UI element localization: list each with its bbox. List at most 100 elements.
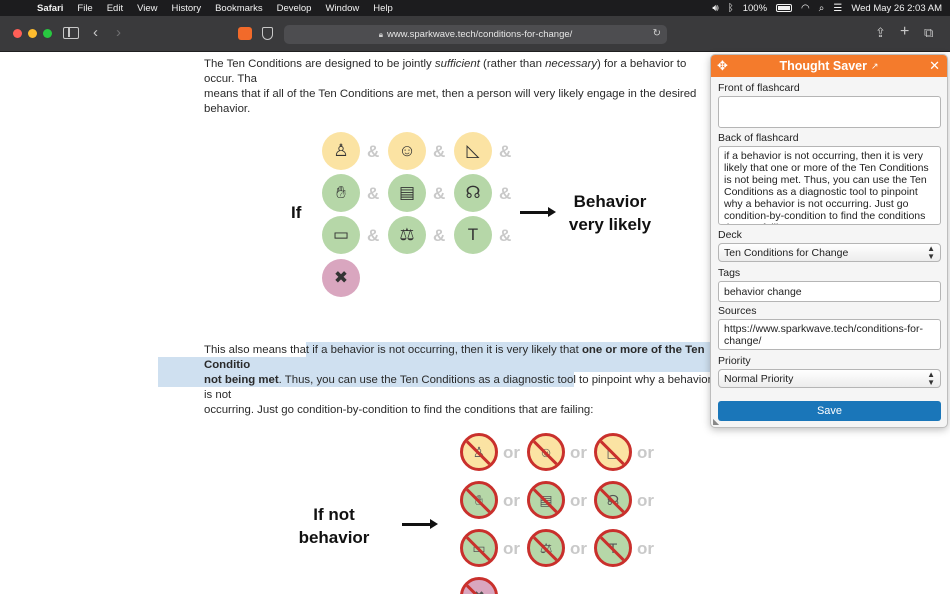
battery-percent: 100% — [742, 2, 768, 14]
forward-icon[interactable]: › — [116, 24, 121, 41]
close-icon[interactable]: ✕ — [929, 58, 940, 73]
condition-icon-person: ♙ — [322, 132, 360, 170]
no-cash-icon: ▭ — [460, 529, 498, 567]
menu-history[interactable]: History — [171, 2, 202, 14]
tags-field[interactable]: behavior change — [718, 281, 941, 302]
share-icon[interactable]: ⇪ — [875, 25, 886, 40]
condition-icon-hand: ✋︎ — [322, 174, 360, 212]
condition-icon-tools: ✖︎ — [322, 259, 360, 297]
volume-icon[interactable]: 🔊︎ — [712, 2, 719, 14]
address-bar-url: www.sparkwave.tech/conditions-for-change… — [386, 29, 573, 40]
back-label: Back of flashcard — [718, 132, 799, 144]
amp-symbol: & — [499, 184, 512, 203]
priority-label: Priority — [718, 355, 751, 367]
back-flashcard-field[interactable]: if a behavior is not occurring, then it … — [718, 146, 941, 225]
no-slope-icon: ◺ — [594, 433, 632, 471]
tab-overview-icon[interactable]: ⧉ — [924, 25, 934, 40]
new-tab-icon[interactable]: + — [900, 23, 910, 40]
thought-saver-panel: ✥ Thought Saver ↗ ✕ Front of flashcard B… — [710, 54, 948, 428]
text-selection-highlight — [306, 342, 714, 357]
save-button[interactable]: Save — [718, 401, 941, 421]
front-flashcard-field[interactable] — [718, 96, 941, 128]
amp-symbol: & — [433, 142, 446, 161]
battery-icon[interactable] — [776, 4, 793, 12]
no-book-icon: ▤ — [527, 481, 565, 519]
condition-icon-cash: ▭ — [322, 216, 360, 254]
sources-label: Sources — [718, 305, 757, 317]
address-bar[interactable]: 🔒︎ www.sparkwave.tech/conditions-for-cha… — [284, 25, 667, 44]
priority-select[interactable]: Normal Priority ▲▼ — [718, 369, 941, 388]
sources-field[interactable]: https://www.sparkwave.tech/conditions-fo… — [718, 319, 941, 350]
or-word: or — [637, 443, 654, 462]
wifi-icon[interactable]: ◠ — [801, 2, 810, 14]
menubar-datetime[interactable]: Wed May 26 2:03 AM — [851, 2, 942, 14]
amp-symbol: & — [433, 184, 446, 203]
panel-title[interactable]: Thought Saver — [779, 59, 867, 73]
or-word: or — [637, 491, 654, 510]
menubar-status-area: 🔊︎ ᛒ 100% ◠ ⌕ ☰ Wed May 26 2:03 AM — [712, 0, 942, 16]
no-smiley-icon: ☺ — [527, 433, 565, 471]
no-person-icon: ♙ — [460, 433, 498, 471]
no-thinking-head-icon: ☊ — [594, 481, 632, 519]
article-paragraph-2: This also means that if a behavior is no… — [204, 344, 712, 416]
or-word: or — [503, 491, 520, 510]
condition-icon-thinking-head: ☊ — [454, 174, 492, 212]
condition-icon-smiley: ☺ — [388, 132, 426, 170]
menu-bookmarks[interactable]: Bookmarks — [215, 2, 263, 14]
condition-icon-scales: ⚖︎ — [388, 216, 426, 254]
menu-file[interactable]: File — [77, 2, 93, 14]
amp-symbol: & — [367, 142, 380, 161]
window-zoom-button[interactable] — [43, 29, 52, 38]
diagram-arrow — [520, 207, 556, 217]
article-paragraph-1: The Ten Conditions are designed to be jo… — [204, 58, 697, 115]
back-icon[interactable]: ‹ — [93, 24, 98, 41]
deck-label: Deck — [718, 229, 742, 241]
amp-symbol: & — [367, 184, 380, 203]
deck-selected-value: Ten Conditions for Change — [724, 247, 849, 259]
bluetooth-icon[interactable]: ᛒ — [727, 2, 734, 14]
priority-selected-value: Normal Priority — [724, 373, 794, 385]
or-word: or — [503, 539, 520, 558]
amp-symbol: & — [499, 142, 512, 161]
diagram-if-label: If — [291, 203, 302, 222]
amp-symbol: & — [499, 226, 512, 245]
menu-view[interactable]: View — [137, 2, 158, 14]
or-word: or — [637, 539, 654, 558]
window-close-button[interactable] — [13, 29, 22, 38]
spotlight-search-icon[interactable]: ⌕ — [818, 2, 825, 14]
amp-symbol: & — [367, 226, 380, 245]
move-icon[interactable]: ✥ — [717, 58, 728, 73]
sidebar-toggle-icon[interactable] — [63, 27, 79, 39]
text-selection-highlight — [158, 372, 574, 387]
or-word: or — [570, 443, 587, 462]
no-scales-icon: ⚖︎ — [527, 529, 565, 567]
or-word: or — [503, 443, 520, 462]
lock-icon: 🔒︎ — [378, 29, 383, 39]
no-tools-icon: ✖︎ — [460, 577, 498, 594]
no-pillar-icon: T — [594, 529, 632, 567]
text-selection-highlight — [158, 357, 714, 372]
reload-icon[interactable]: ↻ — [652, 28, 661, 39]
or-word: or — [570, 491, 587, 510]
condition-icon-slope: ◺ — [454, 132, 492, 170]
thought-saver-extension-icon[interactable] — [238, 27, 252, 40]
privacy-shield-icon[interactable] — [262, 27, 273, 40]
macos-menubar: Safari File Edit View History Bookmarks … — [0, 0, 950, 16]
diagram-arrow — [402, 519, 438, 529]
panel-header: ✥ Thought Saver ↗ ✕ — [711, 55, 947, 77]
condition-icon-pillar: T — [454, 216, 492, 254]
control-center-icon[interactable]: ☰ — [833, 2, 843, 14]
resize-handle-icon[interactable]: ◣ — [713, 417, 720, 426]
menu-develop[interactable]: Develop — [276, 2, 312, 14]
deck-select[interactable]: Ten Conditions for Change ▲▼ — [718, 243, 941, 262]
external-link-icon[interactable]: ↗ — [870, 60, 879, 71]
menu-edit[interactable]: Edit — [106, 2, 124, 14]
menu-window[interactable]: Window — [325, 2, 360, 14]
chevron-updown-icon: ▲▼ — [927, 244, 935, 261]
condition-icon-book: ▤ — [388, 174, 426, 212]
menu-app-name[interactable]: Safari — [37, 2, 64, 14]
window-minimize-button[interactable] — [28, 29, 37, 38]
menu-help[interactable]: Help — [373, 2, 393, 14]
